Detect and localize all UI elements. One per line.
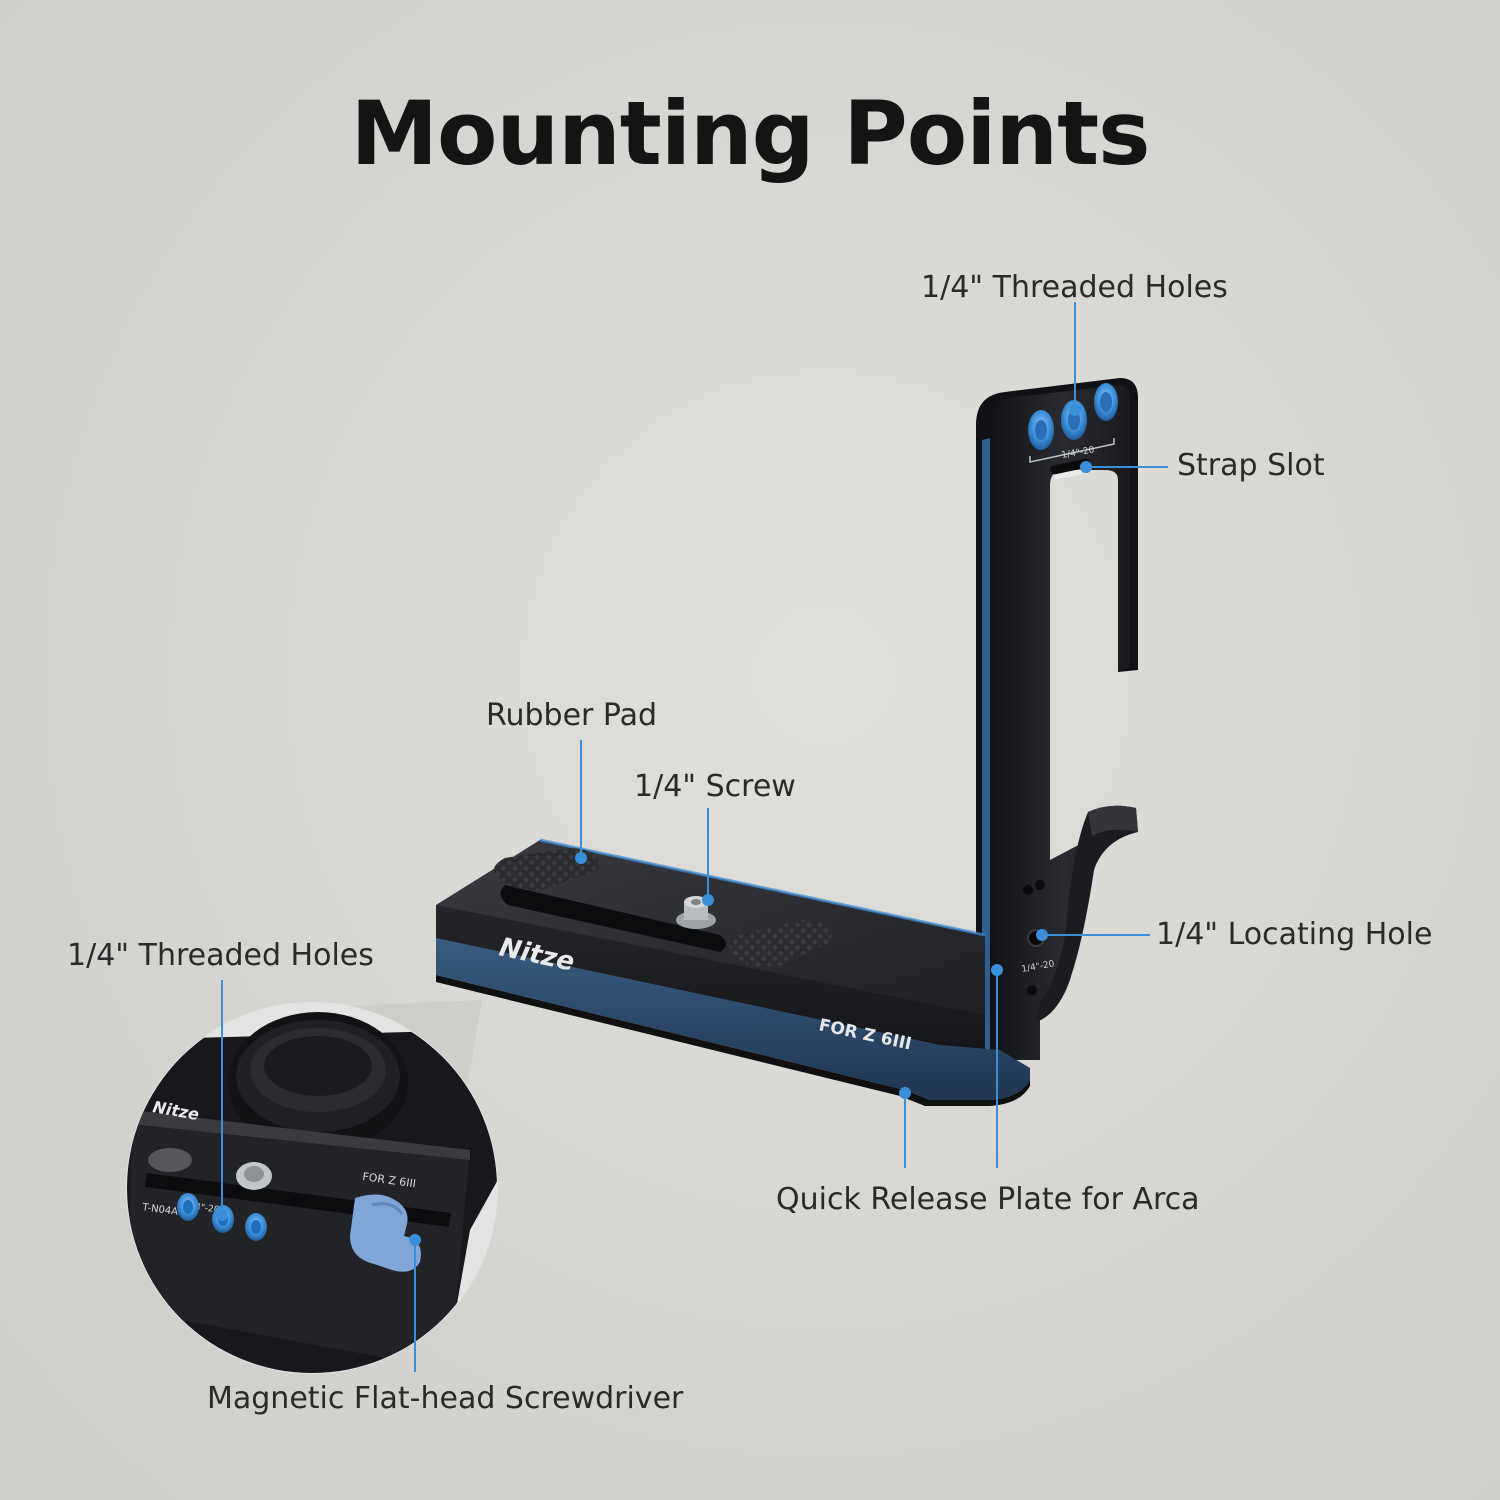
base-plate: Nitze FOR Z 6III <box>436 838 1030 1106</box>
callout-strap-slot: Strap Slot <box>1177 448 1325 483</box>
top-thread-holes <box>1028 383 1118 450</box>
page-title: Mounting Points <box>350 82 1150 185</box>
vertical-arm: 1/4"-20 1/4"-20 <box>976 378 1138 1060</box>
strap-slot <box>1050 458 1090 480</box>
rubber-pad-left <box>494 848 600 891</box>
rubber-pad-right <box>729 920 832 969</box>
callout-threaded-holes-top: 1/4" Threaded Holes <box>921 270 1228 305</box>
callout-locating-hole: 1/4" Locating Hole <box>1156 917 1433 952</box>
detail-inset: Nitze FOR Z 6III T-N04A 1/4"-20 <box>126 1002 498 1374</box>
screw-icon <box>676 896 716 929</box>
callout-screw: 1/4" Screw <box>634 769 796 804</box>
screwdriver-icon <box>350 1194 421 1272</box>
callout-threaded-holes-side: 1/4" Threaded Holes <box>67 938 374 973</box>
callout-lines <box>221 302 1168 1372</box>
callout-screwdriver: Magnetic Flat-head Screwdriver <box>207 1381 684 1416</box>
callout-quick-release: Quick Release Plate for Arca <box>776 1182 1200 1217</box>
callout-dots <box>216 404 1092 1246</box>
callout-rubber-pad: Rubber Pad <box>486 698 658 733</box>
inset-part-code: T-N04A <box>141 1202 179 1218</box>
